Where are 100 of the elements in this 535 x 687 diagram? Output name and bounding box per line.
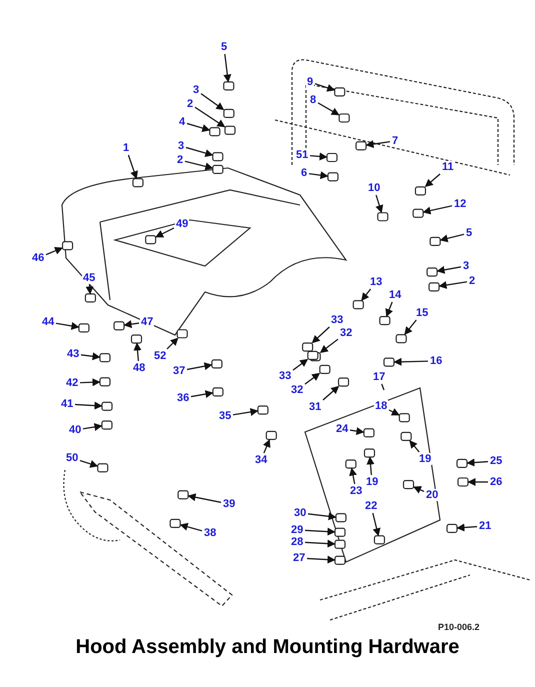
leader-line xyxy=(409,440,420,452)
leader-line xyxy=(80,460,98,468)
callout-number: 6 xyxy=(300,167,308,179)
leader-line xyxy=(438,281,468,289)
leader-line xyxy=(376,194,384,214)
callout-number: 3 xyxy=(192,84,200,96)
leader-line xyxy=(80,352,100,360)
hardware-part xyxy=(327,172,338,182)
leader-line xyxy=(46,247,63,256)
leader-line xyxy=(190,390,214,398)
leader-line xyxy=(166,338,178,350)
callout-number: 32 xyxy=(290,384,304,396)
hardware-part xyxy=(84,293,96,303)
leader-line xyxy=(312,326,330,344)
hardware-part xyxy=(212,152,224,162)
leader-line xyxy=(440,234,464,242)
callout-number: 41 xyxy=(60,398,74,410)
leader-line xyxy=(80,378,100,386)
leader-line xyxy=(304,372,320,385)
hardware-part xyxy=(62,241,74,250)
callout-number: 35 xyxy=(218,410,232,422)
leader-line xyxy=(322,386,340,400)
hardware-part xyxy=(383,358,395,367)
callout-number: 2 xyxy=(176,154,184,166)
hardware-part xyxy=(412,208,424,218)
leader-line xyxy=(361,288,372,301)
callout-number: 33 xyxy=(278,370,292,382)
leader-line xyxy=(292,358,308,371)
callout-number: 2 xyxy=(186,98,194,110)
drawing-number: P10-006.2 xyxy=(438,622,480,632)
leader-line xyxy=(74,402,102,410)
callout-number: 17 xyxy=(372,371,386,383)
callout-number: 28 xyxy=(290,536,304,548)
callout-number: 13 xyxy=(369,276,384,288)
hardware-part xyxy=(266,430,277,440)
leader-line xyxy=(134,342,142,362)
hardware-part xyxy=(178,490,189,500)
hardware-part xyxy=(446,524,458,533)
leader-line xyxy=(263,439,270,454)
callout-number: 40 xyxy=(68,424,82,436)
hardware-part xyxy=(396,334,407,344)
callout-number: 27 xyxy=(292,552,306,564)
hardware-part xyxy=(78,323,90,333)
leader-line xyxy=(180,522,202,532)
leader-line xyxy=(308,171,328,180)
callout-number: 37 xyxy=(172,365,186,377)
leader-line xyxy=(366,140,390,148)
hardware-part xyxy=(338,113,350,123)
leader-line xyxy=(232,408,258,416)
hardware-part xyxy=(302,342,314,352)
hardware-part xyxy=(114,321,125,330)
hardware-part xyxy=(132,178,144,188)
leader-line xyxy=(186,146,214,157)
callout-number: 36 xyxy=(176,392,190,404)
callout-number: 38 xyxy=(203,527,218,539)
callout-number: 21 xyxy=(478,520,492,532)
leader-line xyxy=(186,362,212,370)
hardware-part xyxy=(334,556,346,565)
latch-frame xyxy=(304,387,441,563)
leader-line xyxy=(394,358,428,366)
hardware-part xyxy=(99,377,111,386)
hardware-part xyxy=(338,378,350,387)
leader-line xyxy=(186,122,210,132)
hardware-part xyxy=(212,387,224,397)
callout-number: 11 xyxy=(441,161,455,173)
callout-number: 3 xyxy=(177,140,186,152)
callout-number: 31 xyxy=(308,401,322,413)
leader-line xyxy=(194,106,226,128)
callout-number: 26 xyxy=(489,476,504,488)
hardware-part xyxy=(326,152,338,162)
callout-number: 25 xyxy=(489,455,504,467)
hardware-part xyxy=(97,463,108,472)
hardware-part xyxy=(130,334,142,344)
callout-number: 32 xyxy=(339,327,354,339)
hardware-part xyxy=(352,300,364,310)
callout-number: 42 xyxy=(65,377,80,389)
callout-number: 9 xyxy=(306,76,314,88)
hardware-part xyxy=(428,282,440,292)
leader-line xyxy=(155,227,174,238)
leader-line xyxy=(456,524,478,532)
leader-line xyxy=(124,320,140,328)
leader-line xyxy=(372,512,380,536)
callout-number: 15 xyxy=(415,307,430,319)
callout-number: 43 xyxy=(66,348,80,360)
callout-number: 48 xyxy=(132,362,146,374)
callout-number: 16 xyxy=(429,355,444,367)
leader-line xyxy=(350,427,364,436)
hardware-part xyxy=(430,236,441,246)
hardware-part xyxy=(319,364,330,374)
callout-number: 5 xyxy=(220,41,228,53)
hardware-part xyxy=(211,359,222,368)
callout-number: 33 xyxy=(330,314,344,326)
callout-number: 51 xyxy=(295,149,310,161)
leader-line xyxy=(349,468,357,484)
leader-line xyxy=(381,384,385,390)
hardware-part xyxy=(414,186,426,196)
leader-line xyxy=(82,423,102,431)
leader-line xyxy=(424,174,440,188)
callout-number: 44 xyxy=(41,316,56,328)
callout-number: 2 xyxy=(468,275,476,287)
